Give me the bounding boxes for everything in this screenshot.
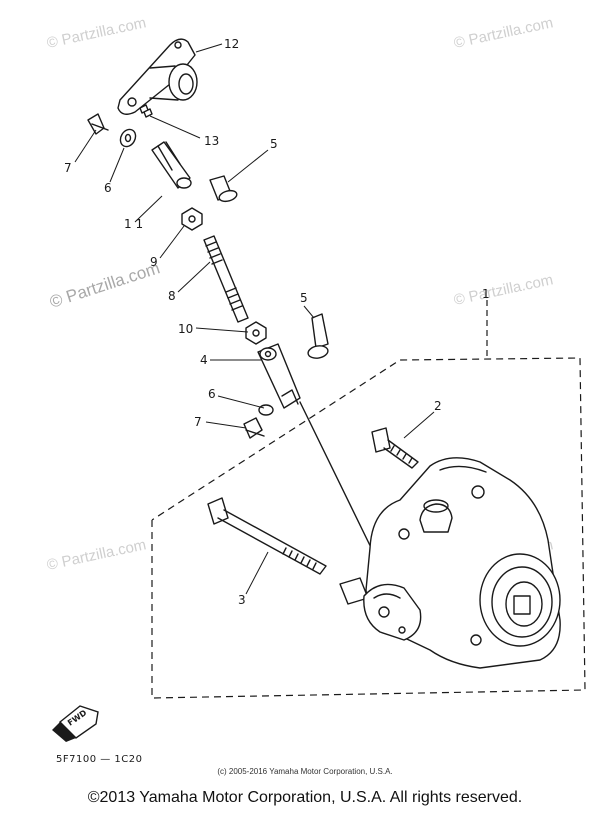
callout-6-top: 6	[104, 181, 112, 195]
callout-11: 1 1	[124, 217, 143, 231]
part-5-pin-top	[209, 175, 238, 203]
callout-5-middle: 5	[300, 291, 308, 305]
callout-3: 3	[238, 593, 246, 607]
leader-lines	[74, 43, 435, 595]
part-6-washer-middle	[258, 404, 274, 416]
callout-7-middle: 7	[194, 415, 202, 429]
callout-6-middle: 6	[208, 387, 216, 401]
callouts: 12 13 7 6 5 1 1 9 8 5 1 10 4 6 7 2 3	[64, 37, 490, 607]
watermark-top-left: © Partzilla.com	[45, 14, 147, 52]
part-9-nut	[181, 207, 203, 231]
small-copyright: (c) 2005-2016 Yamaha Motor Corporation, …	[217, 767, 392, 776]
part-2-bolt	[371, 427, 419, 469]
callout-9: 9	[150, 255, 158, 269]
part-8-rod	[203, 235, 249, 323]
callout-13: 13	[204, 134, 219, 148]
callout-5-top: 5	[270, 137, 278, 151]
callout-12: 12	[224, 37, 239, 51]
part-4-joint	[257, 343, 301, 409]
watermark-bottom-left: © Partzilla.com	[45, 536, 147, 574]
part-13-spring	[139, 104, 153, 118]
assembly-boundary	[151, 357, 586, 699]
part-3-long-bolt	[207, 497, 327, 575]
part-6-washer-top	[119, 128, 137, 148]
part-11-joint	[151, 141, 192, 189]
linkage-rod	[299, 401, 381, 567]
part-10-nut	[245, 321, 267, 345]
part-7-clip-middle	[243, 417, 265, 439]
part-7-clip-top	[87, 113, 109, 135]
watermark-mid-right: © Partzilla.com	[452, 271, 554, 309]
callout-1: 1	[482, 287, 490, 301]
watermark-center: © Partzilla.com	[47, 258, 162, 311]
callout-7-top: 7	[64, 161, 72, 175]
fwd-arrow-mark: FWD	[52, 705, 99, 742]
part-1-oil-pump	[339, 457, 561, 669]
callout-2: 2	[434, 399, 442, 413]
callout-10: 10	[178, 322, 193, 336]
watermark-top-right: © Partzilla.com	[452, 14, 554, 52]
part-12-lever	[117, 38, 198, 115]
copyright-notice: ©2013 Yamaha Motor Corporation, U.S.A. A…	[87, 789, 523, 806]
part-5-pin-middle	[307, 313, 329, 359]
callout-8: 8	[168, 289, 176, 303]
callout-4: 4	[200, 353, 208, 367]
diagram-code: 5F7100 — 1C20	[56, 754, 143, 765]
